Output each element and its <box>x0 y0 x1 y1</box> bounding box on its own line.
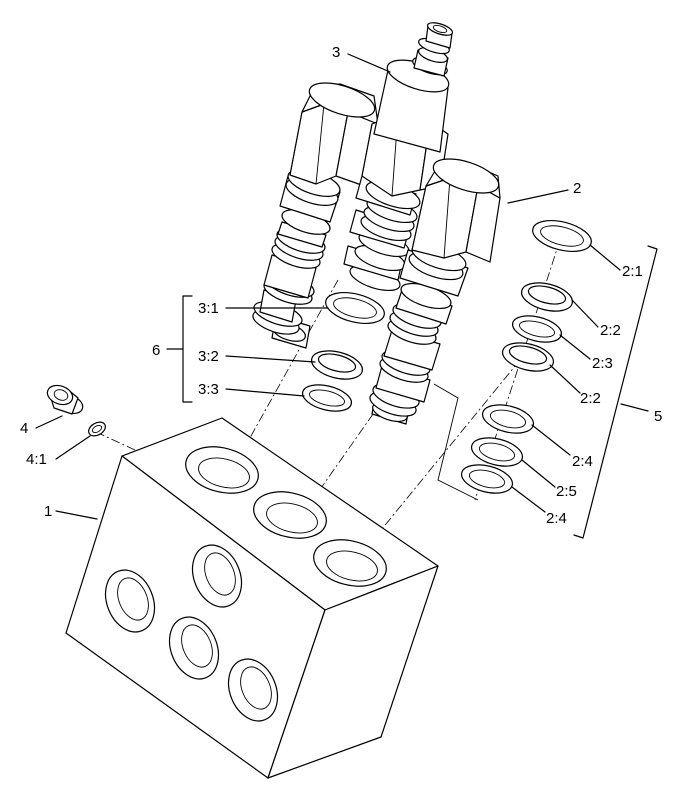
cartridge-valve-right <box>369 158 501 425</box>
label-part-4-1: 4:1 <box>26 451 47 468</box>
label-part-6: 6 <box>152 342 160 359</box>
side-port <box>104 544 279 722</box>
label-part-2-4a: 2:4 <box>572 453 593 470</box>
label-part-3-1: 3:1 <box>198 300 219 317</box>
label-part-3: 3 <box>332 44 340 61</box>
bracket-5 <box>573 245 658 539</box>
label-part-2-2a: 2:2 <box>600 322 621 339</box>
label-part-2: 2 <box>573 180 581 197</box>
callout-labels: 1 2 3 4 5 6 2:1 2:2 2:3 2:2 2:4 2:5 2:4 … <box>20 44 662 527</box>
label-part-1: 1 <box>44 503 52 520</box>
label-part-2-3: 2:3 <box>592 355 613 372</box>
relief-valve-center <box>343 22 454 292</box>
seal-installation-path <box>433 383 479 501</box>
label-part-2-1: 2:1 <box>622 263 643 280</box>
label-part-5: 5 <box>654 408 662 425</box>
bracket-6 <box>166 295 193 403</box>
label-part-2-2b: 2:2 <box>580 390 601 407</box>
label-part-4: 4 <box>20 420 28 437</box>
top-port <box>185 446 387 587</box>
plug-and-washer <box>46 384 106 437</box>
sealing-washer <box>88 421 106 437</box>
label-part-2-4b: 2:4 <box>546 510 567 527</box>
seal-kit-6 <box>301 291 385 412</box>
label-part-2-5: 2:5 <box>556 483 577 500</box>
label-part-3-3: 3:3 <box>198 381 219 398</box>
seal-kit-5 <box>460 219 592 494</box>
plug <box>46 384 84 415</box>
valve-manifold-block <box>65 417 439 779</box>
leader-lines <box>35 53 621 520</box>
label-part-3-2: 3:2 <box>198 348 219 365</box>
